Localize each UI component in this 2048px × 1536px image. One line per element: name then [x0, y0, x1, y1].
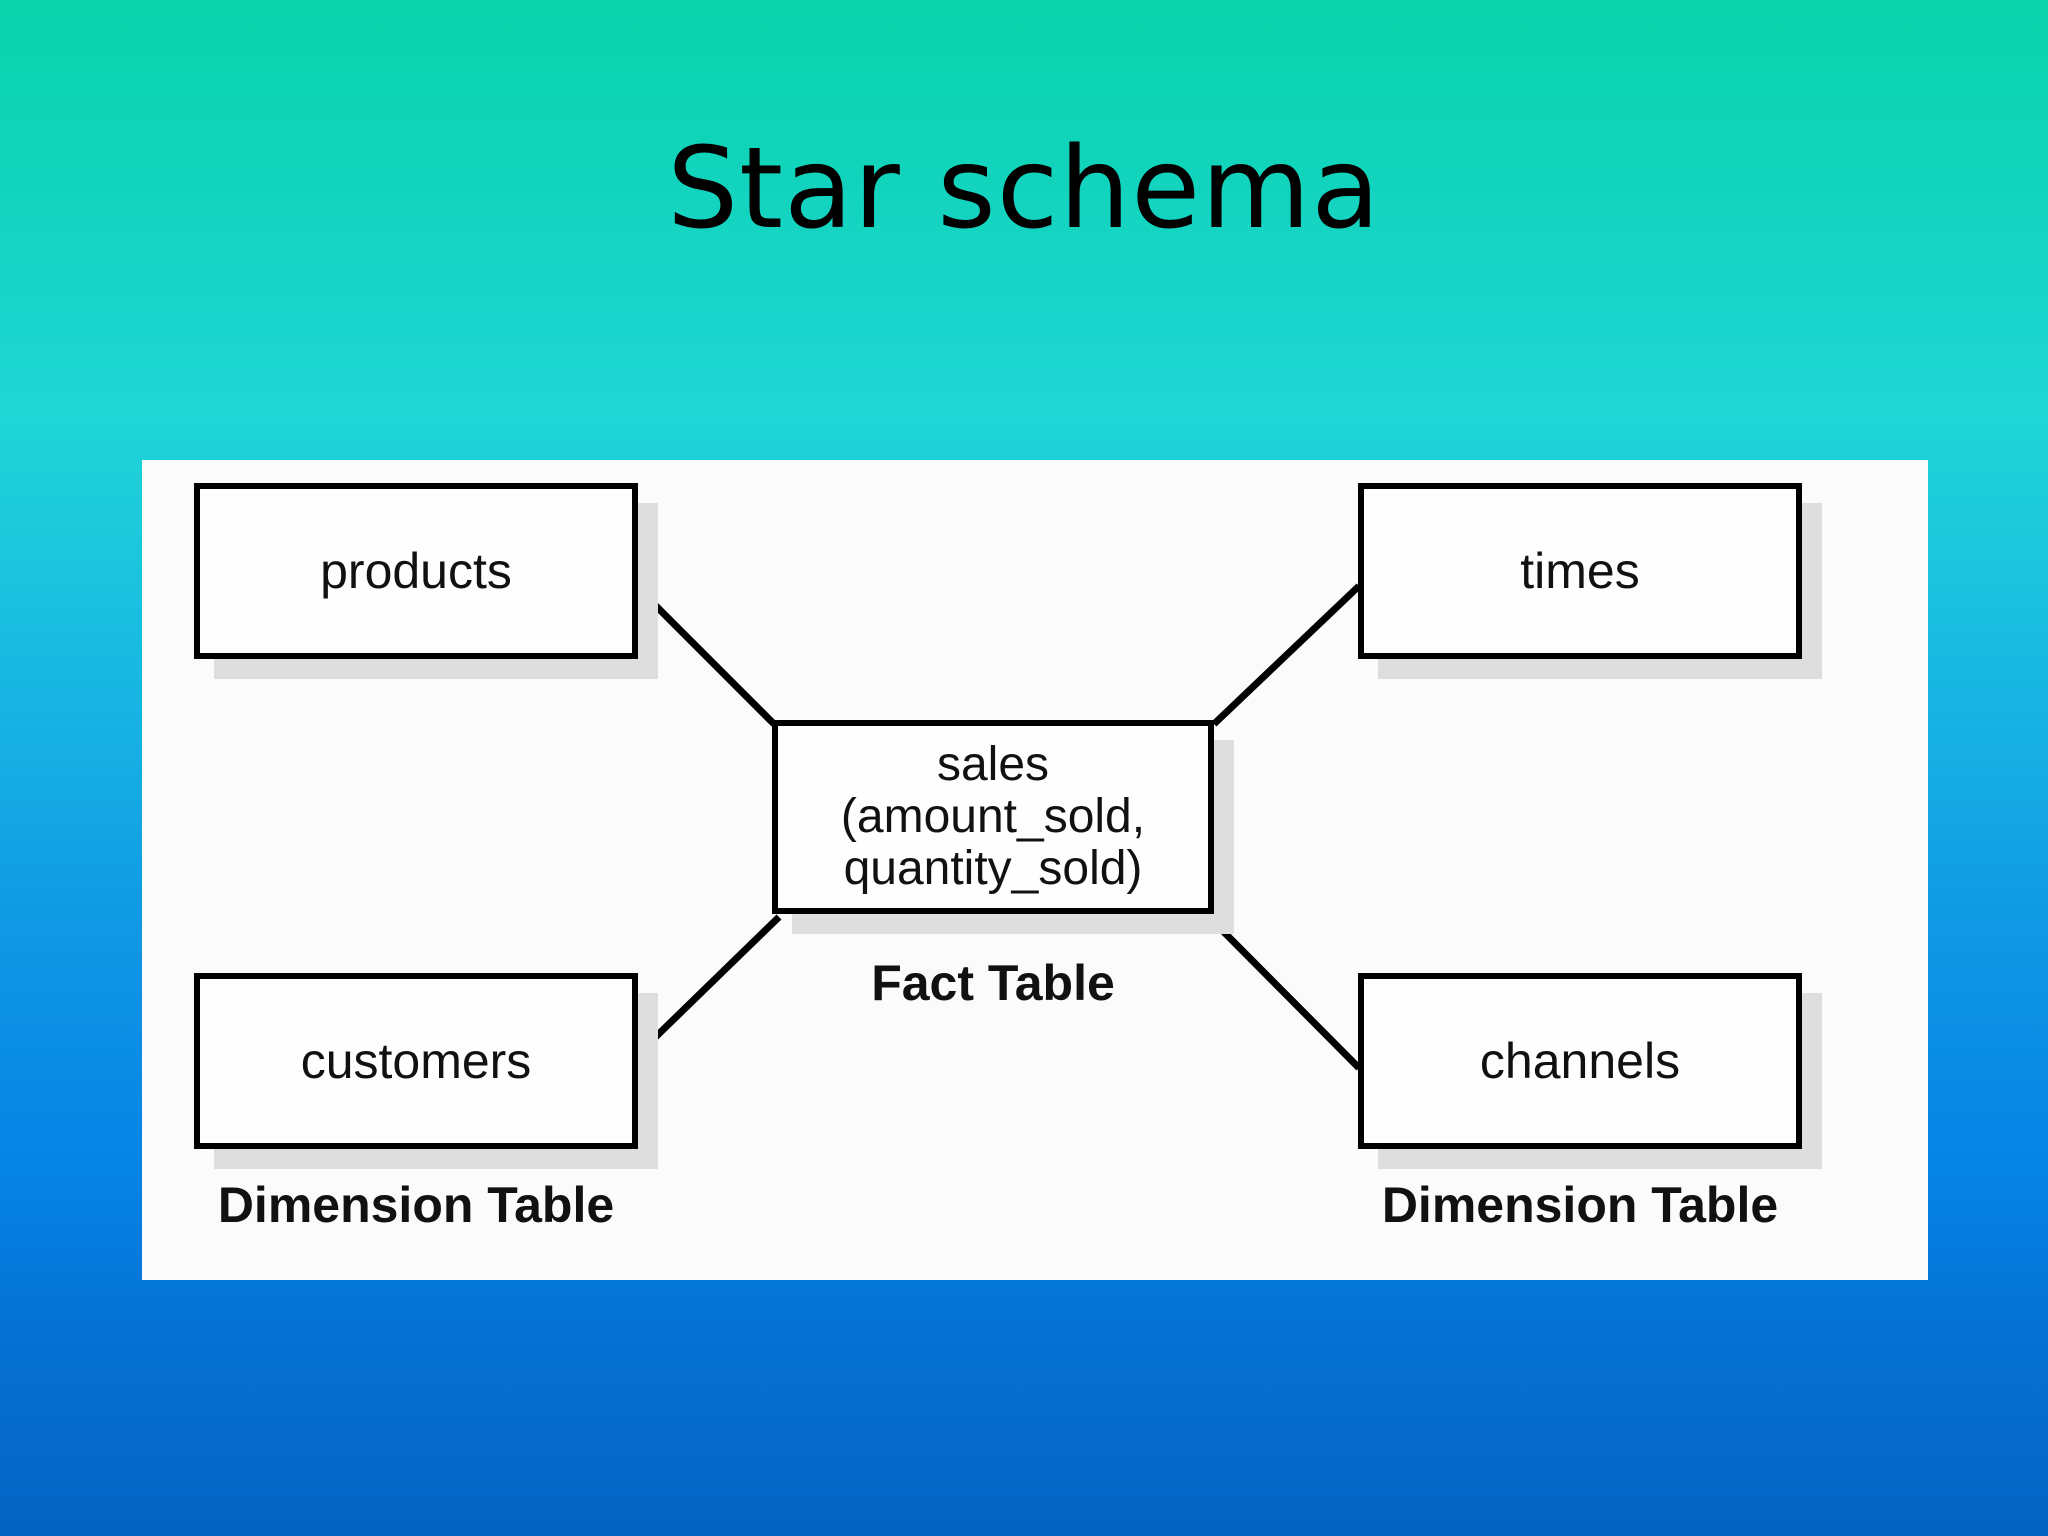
edge-times-sales — [1211, 583, 1362, 727]
dimension-times: times — [1358, 483, 1802, 659]
fact-table-sales: sales (amount_sold, quantity_sold) — [772, 720, 1214, 914]
slide-title: Star schema — [667, 124, 1381, 254]
fact-table-measures-line1: (amount_sold, — [840, 790, 1146, 843]
dimension-caption-right: Dimension Table — [1381, 1177, 1779, 1233]
star-schema-diagram: products times sales (amount_sold, quant… — [142, 460, 1928, 1280]
dimension-channels-label: channels — [1479, 1033, 1681, 1089]
edge-channels-sales — [1206, 914, 1362, 1071]
relationship-lines — [633, 583, 1362, 1071]
dimension-times-label: times — [1520, 543, 1640, 599]
dimension-caption-left: Dimension Table — [217, 1177, 615, 1233]
fact-table-measures-line2: quantity_sold) — [843, 842, 1143, 895]
fact-table-caption: Fact Table — [871, 955, 1115, 1011]
dimension-products-label: products — [320, 543, 512, 599]
dimension-customers: customers — [194, 973, 638, 1149]
fact-table-name: sales — [936, 738, 1050, 791]
edge-customers-sales — [633, 914, 782, 1059]
dimension-products: products — [194, 483, 638, 659]
dimension-channels: channels — [1358, 973, 1802, 1149]
edge-products-sales — [633, 583, 777, 727]
dimension-customers-label: customers — [300, 1033, 532, 1089]
